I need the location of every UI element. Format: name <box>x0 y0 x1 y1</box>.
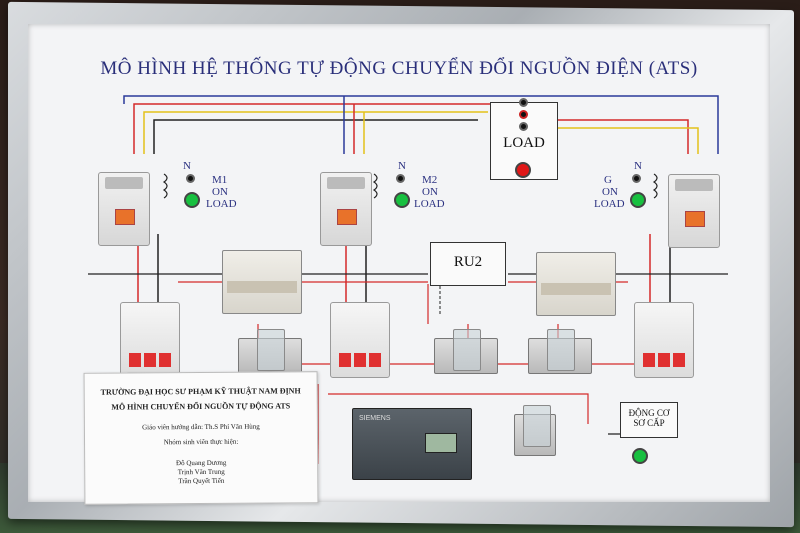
info-note: TRƯỜNG ĐẠI HỌC SƯ PHẠM KỸ THUẬT NAM ĐỊNH… <box>83 371 319 505</box>
source2-m-label: M2 <box>422 174 438 186</box>
relay-4 <box>514 405 556 456</box>
relay-3 <box>528 329 592 374</box>
source1-green-lamp <box>184 192 200 208</box>
breaker-left <box>120 302 180 378</box>
contactor-m1 <box>98 172 150 246</box>
note-group: Nhóm sinh viên thực hiện: <box>163 437 239 447</box>
source1-load-label: LOAD <box>206 198 237 210</box>
load-indicator-lamp <box>515 162 531 178</box>
plc-brand-label: SIEMENS <box>359 415 391 422</box>
load-socket-3[interactable] <box>519 122 528 131</box>
source2-on-label: ON <box>422 186 438 198</box>
source2-load-label: LOAD <box>414 198 445 210</box>
source3-g-label: G <box>604 174 612 186</box>
load-socket-1[interactable] <box>519 98 528 107</box>
timer-relay-right <box>536 252 616 316</box>
engine-label-2: SƠ CẤP <box>633 418 665 428</box>
breaker-right <box>634 302 694 378</box>
note-school: TRƯỜNG ĐẠI HỌC SƯ PHẠM KỸ THUẬT NAM ĐỊNH <box>100 386 301 397</box>
note-supervisor: Giáo viên hướng dẫn: Th.S Phí Văn Hùng <box>142 422 260 432</box>
source1-n-label: N <box>183 160 191 172</box>
engine-box: ĐỘNG CƠ SƠ CẤP <box>620 402 678 438</box>
note-student-3: Trần Quyết Tiến <box>178 476 225 486</box>
training-board: MÔ HÌNH HỆ THỐNG TỰ ĐỘNG CHUYỂN ĐỔI NGUỒ… <box>28 24 770 502</box>
breaker-middle <box>330 302 390 378</box>
engine-label-1: ĐỘNG CƠ <box>628 408 670 418</box>
source3-socket[interactable] <box>632 174 641 183</box>
plc-siemens-logo: SIEMENS <box>352 408 472 480</box>
board-title: MÔ HÌNH HỆ THỐNG TỰ ĐỘNG CHUYỂN ĐỔI NGUỒ… <box>100 58 698 79</box>
contactor-g <box>668 174 720 248</box>
source3-green-lamp <box>630 192 646 208</box>
contactor-m2 <box>320 172 372 246</box>
source2-n-label: N <box>398 160 406 172</box>
timer-relay-left <box>222 250 302 314</box>
engine-green-lamp <box>632 448 648 464</box>
source3-on-label: ON <box>602 186 618 198</box>
relay-2 <box>434 329 498 374</box>
ru2-label: RU2 <box>453 254 483 270</box>
ru2-box: RU2 <box>430 242 506 286</box>
source2-green-lamp <box>394 192 410 208</box>
load-label: LOAD <box>503 135 545 151</box>
source1-on-label: ON <box>212 186 228 198</box>
source1-socket[interactable] <box>186 174 195 183</box>
note-model: MÔ HÌNH CHUYỂN ĐỔI NGUỒN TỰ ĐỘNG ATS <box>111 401 291 412</box>
source1-m-label: M1 <box>212 174 228 186</box>
source3-n-label: N <box>634 160 642 172</box>
source3-load-label: LOAD <box>594 198 625 210</box>
source2-socket[interactable] <box>396 174 405 183</box>
load-socket-2[interactable] <box>519 110 528 119</box>
relay-1 <box>238 329 302 374</box>
